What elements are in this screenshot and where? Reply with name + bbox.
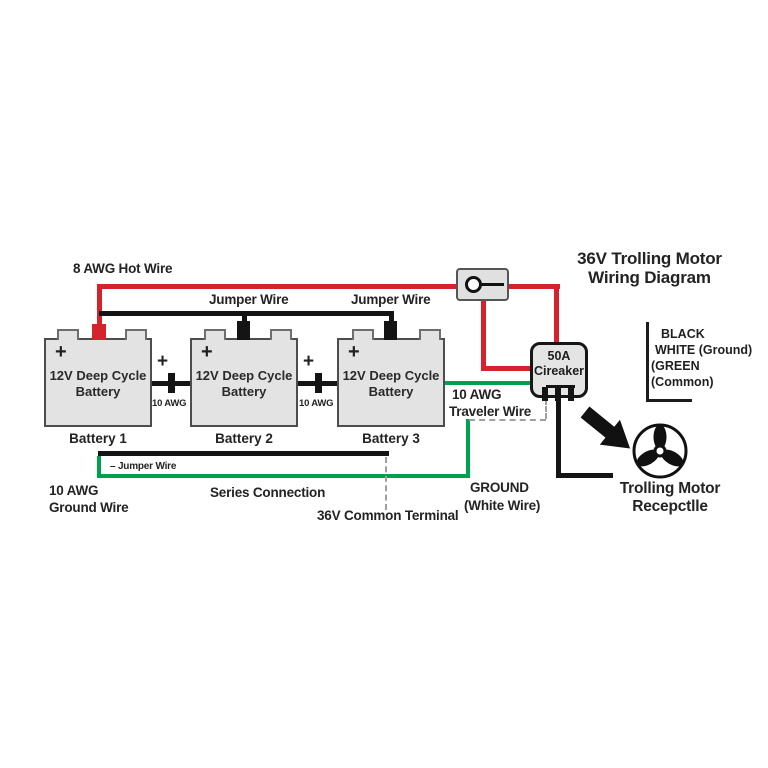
series-connection-label: Series Connection <box>210 485 326 500</box>
legend-common: (Common) <box>651 375 714 389</box>
title-line1: 36V Trolling Motor <box>577 249 722 268</box>
battery-label: 12V Deep Cycle Battery <box>339 368 443 400</box>
ground-wire-right-vertical <box>466 419 470 478</box>
interconnect-plus-1: + <box>157 351 168 372</box>
battery-label-line2: Battery <box>75 384 121 399</box>
interconnect-connector-1 <box>168 373 175 393</box>
motor-pointer-graphics <box>580 406 688 479</box>
ground-white-wire-label: GROUND (White Wire) <box>464 479 540 515</box>
battery-label-line1: 12V Deep Cycle <box>195 368 293 383</box>
ground-wire-label: 10 AWG Ground Wire <box>49 482 129 516</box>
battery-2: + 12V Deep Cycle Battery <box>190 329 298 427</box>
legend-black: BLACK <box>661 327 705 341</box>
interconnect-gauge-1: 10 AWG <box>152 398 187 409</box>
diagram-title: 36V Trolling Motor Wiring Diagram <box>562 249 737 287</box>
traveler-wire-label: 10 AWG Traveler Wire <box>449 386 531 420</box>
ground-to-breaker-dashed-vertical <box>545 399 547 419</box>
motor-label-line1: Trolling Motor <box>619 480 721 497</box>
battery1-positive-terminal <box>92 324 106 340</box>
battery-terminal-tab <box>204 329 226 340</box>
ground-wire-left-vertical <box>97 456 101 478</box>
breaker-label-line2: Cireaker <box>533 364 585 378</box>
battery-label-line2: Battery <box>368 384 414 399</box>
battery-label: 12V Deep Cycle Battery <box>46 368 150 400</box>
legend-green: (GREEN <box>651 359 700 373</box>
battery-terminal-tab <box>270 329 292 340</box>
battery-label: 12V Deep Cycle Battery <box>192 368 296 400</box>
breaker-output-wire-vertical <box>556 397 561 478</box>
neg-jumper-label: – Jumper Wire <box>110 461 177 472</box>
common-terminal-dashed-line <box>385 457 387 510</box>
battery3-jumper-terminal <box>384 321 397 340</box>
interconnect-gauge-2: 10 AWG <box>299 398 334 409</box>
jumper-wire-drop-battery2 <box>242 311 247 327</box>
legend-white: WHITE (Ground) <box>655 343 753 357</box>
interconnect-plus-2: + <box>303 351 314 372</box>
battery-terminal-tab <box>352 329 374 340</box>
battery-label-line2: Battery <box>221 384 267 399</box>
battery-3-name: Battery 3 <box>362 431 420 446</box>
traveler-label-line2: Traveler Wire <box>449 404 532 419</box>
ground-to-breaker-dashed-horizontal <box>469 419 546 421</box>
battery-1-name: Battery 1 <box>69 431 127 446</box>
series-connection-bar <box>98 451 389 456</box>
battery-terminal-tab <box>57 329 79 340</box>
battery-1: + 12V Deep Cycle Battery <box>44 329 152 427</box>
battery-plus-sign: + <box>348 341 360 363</box>
title-line2: Wiring Diagram <box>588 268 711 287</box>
hot-wire-switch-to-breaker-horizontal <box>481 366 533 371</box>
traveler-wire <box>445 381 533 385</box>
breaker-terminal-bar <box>546 385 575 388</box>
breaker-terminal-pin <box>555 387 561 401</box>
battery-plus-sign: + <box>201 341 213 363</box>
ground-label-line2: Ground Wire <box>49 500 129 515</box>
hot-wire-horizontal <box>98 284 560 289</box>
ground-white-line1: GROUND <box>470 480 529 495</box>
battery-plus-sign: + <box>55 341 67 363</box>
battery-label-line1: 12V Deep Cycle <box>342 368 440 383</box>
breaker-label: 50A Cireaker <box>533 349 585 379</box>
breaker-terminal-pin <box>542 387 548 401</box>
hot-wire-switch-to-breaker-vertical <box>481 298 486 370</box>
arrow-icon <box>580 406 631 449</box>
battery-2-name: Battery 2 <box>215 431 273 446</box>
propeller-icon <box>632 423 688 479</box>
battery-label-line1: 12V Deep Cycle <box>49 368 147 383</box>
battery-terminal-tab <box>419 329 441 340</box>
breaker-output-wire-horizontal <box>556 473 613 478</box>
battery-3: + 12V Deep Cycle Battery <box>337 329 445 427</box>
ground-wire-bottom <box>97 474 470 478</box>
jumper-wire-label-1: Jumper Wire <box>209 292 289 307</box>
legend-bracket <box>646 322 692 402</box>
motor-label-line2: Recepctlle <box>632 498 708 515</box>
jumper-wire-drop-battery3 <box>389 311 394 327</box>
traveler-label-line1: 10 AWG <box>452 387 502 402</box>
interconnect-connector-2 <box>315 373 322 393</box>
jumper-wire-label-2: Jumper Wire <box>351 292 431 307</box>
motor-receptacle-label: Trolling Motor Recepctlle <box>600 480 740 516</box>
ground-label-line1: 10 AWG <box>49 483 99 498</box>
inline-switch <box>456 268 509 301</box>
wire-color-legend: BLACK WHITE (Ground) (GREEN (Common) <box>651 326 752 390</box>
switch-lever-icon <box>480 283 504 286</box>
common-terminal-label: 36V Common Terminal <box>317 508 459 523</box>
ground-white-line2: (White Wire) <box>464 498 541 513</box>
breaker-label-line1: 50A <box>547 349 571 363</box>
hot-wire-label: 8 AWG Hot Wire <box>73 261 173 276</box>
breaker-terminal-pin <box>568 387 574 401</box>
battery-terminal-tab <box>125 329 147 340</box>
hot-wire-drop-breaker-top <box>554 286 559 344</box>
battery2-jumper-terminal <box>237 321 250 340</box>
